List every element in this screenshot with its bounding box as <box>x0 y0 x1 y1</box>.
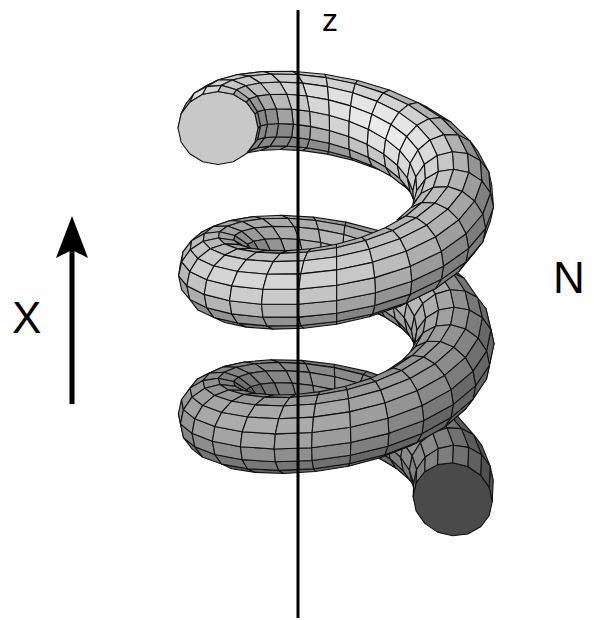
direction-arrow-head <box>56 216 88 258</box>
tube-facet <box>425 449 438 472</box>
tube-facet <box>299 270 337 289</box>
tube-facet <box>276 109 293 124</box>
tube-facet <box>337 262 375 285</box>
tube-facet <box>312 412 350 433</box>
tube-facet <box>438 445 454 464</box>
tube-facet <box>328 100 350 121</box>
tube-facet <box>435 220 466 251</box>
tube-facet <box>262 304 299 317</box>
tube-facet <box>385 391 422 418</box>
tube-facet <box>453 445 469 466</box>
axis-label: z <box>322 4 338 36</box>
tube-facet <box>435 290 454 310</box>
tube-facet <box>274 448 312 462</box>
tube-facet <box>262 289 299 304</box>
tube-facet <box>276 124 293 138</box>
tube-facet <box>275 417 313 434</box>
tube-facet <box>263 317 301 326</box>
tube-facet <box>350 403 388 427</box>
tube-facet <box>417 375 451 405</box>
direction-arrow-shaft <box>70 250 75 404</box>
tube-facet <box>273 252 307 262</box>
helix-tube <box>178 71 494 536</box>
tube-facet <box>373 251 411 277</box>
tube-facet <box>247 405 283 419</box>
arrow-label: X <box>12 296 41 340</box>
tube-facet <box>349 106 372 129</box>
tube-facet <box>232 271 267 289</box>
side-label: N <box>553 256 585 300</box>
tube-facet <box>242 417 279 434</box>
tube-facet <box>406 237 441 266</box>
tube-facet <box>437 152 453 172</box>
tube-facet <box>240 432 275 449</box>
z-axis <box>297 10 300 618</box>
tube-facet <box>468 447 482 475</box>
tube-facet <box>274 432 312 449</box>
tube-facet <box>215 412 248 431</box>
tube-facet <box>292 109 311 126</box>
tube-facet <box>218 85 236 94</box>
tube-facet <box>263 274 301 289</box>
